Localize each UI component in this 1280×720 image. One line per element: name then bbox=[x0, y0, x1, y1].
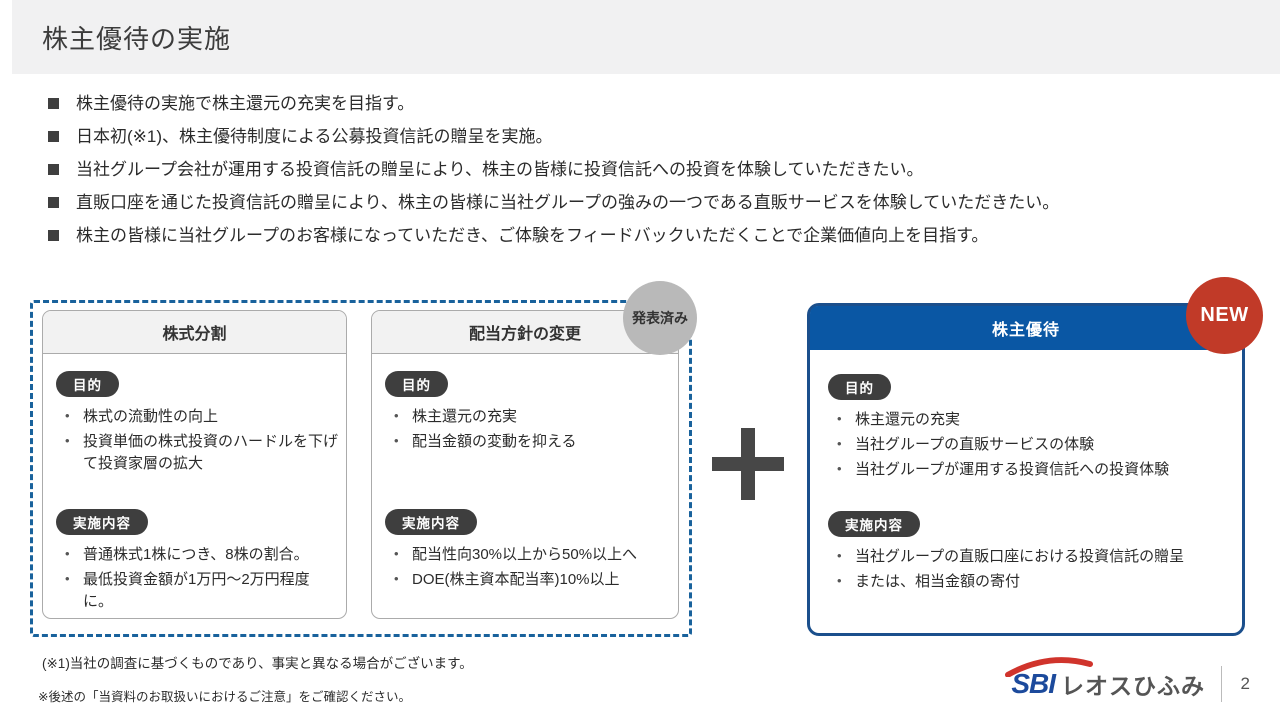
plus-icon bbox=[712, 428, 784, 500]
purpose-pill: 目的 bbox=[828, 374, 891, 400]
logo-swoosh-icon bbox=[1005, 657, 1094, 677]
footer: SBI レオスひふみ 2 bbox=[1005, 657, 1250, 702]
list-item: 当社グループが運用する投資信託への投資体験 bbox=[828, 459, 1230, 481]
list-item: 配当性向30%以上から50%以上へ bbox=[385, 544, 670, 566]
implementation-section: 実施内容 普通株式1株につき、8株の割合。 最低投資金額が1万円～2万円程度に。 bbox=[56, 509, 338, 615]
implementation-list: 配当性向30%以上から50%以上へ DOE(株主資本配当率)10%以上 bbox=[385, 544, 670, 591]
bullet-text: 当社グループ会社が運用する投資信託の贈呈により、株主の皆様に投資信託への投資を体… bbox=[76, 160, 924, 179]
purpose-list: 株式の流動性の向上 投資単価の株式投資のハードルを下げて投資家層の拡大 bbox=[56, 406, 338, 474]
purpose-section: 目的 株式の流動性の向上 投資単価の株式投資のハードルを下げて投資家層の拡大 bbox=[56, 371, 338, 477]
summary-bullet-list: 株主優待の実施で株主還元の充実を目指す。 日本初(※1)、株主優待制度による公募… bbox=[48, 92, 1250, 257]
page-title: 株主優待の実施 bbox=[42, 23, 232, 54]
bullet-text: 株主の皆様に当社グループのお客様になっていただき、ご体験をフィードバックいただく… bbox=[76, 226, 989, 245]
list-item: DOE(株主資本配当率)10%以上 bbox=[385, 569, 670, 591]
footnote-1: (※1)当社の調査に基づくものであり、事実と異なる場合がございます。 bbox=[42, 656, 473, 671]
bullet-text: 直販口座を通じた投資信託の贈呈により、株主の皆様に当社グループの強みの一つである… bbox=[76, 193, 1060, 212]
list-item: 日本初(※1)、株主優待制度による公募投資信託の贈呈を実施。 bbox=[48, 125, 1250, 149]
list-item: 株主還元の充実 bbox=[385, 406, 670, 428]
list-item: 株主還元の充実 bbox=[828, 409, 1230, 431]
list-item: 投資単価の株式投資のハードルを下げて投資家層の拡大 bbox=[56, 431, 338, 475]
card-stock-split: 株式分割 目的 株式の流動性の向上 投資単価の株式投資のハードルを下げて投資家層… bbox=[42, 310, 347, 619]
bullet-text: 株主優待の実施で株主還元の充実を目指す。 bbox=[76, 94, 415, 113]
footnote-2: ※後述の「当資料のお取扱いにおけるご注意」をご確認ください。 bbox=[38, 690, 411, 704]
announced-badge: 発表済み bbox=[623, 281, 697, 355]
announced-measures-box bbox=[30, 300, 692, 637]
footer-divider bbox=[1221, 666, 1222, 702]
purpose-section: 目的 株主還元の充実 当社グループの直販サービスの体験 当社グループが運用する投… bbox=[828, 374, 1230, 483]
square-bullet-icon bbox=[48, 131, 59, 142]
square-bullet-icon bbox=[48, 98, 59, 109]
list-item: 株主優待の実施で株主還元の充実を目指す。 bbox=[48, 92, 1250, 116]
purpose-pill: 目的 bbox=[385, 371, 448, 397]
purpose-section: 目的 株主還元の充実 配当金額の変動を抑える bbox=[385, 371, 670, 456]
purpose-list: 株主還元の充実 配当金額の変動を抑える bbox=[385, 406, 670, 453]
implementation-list: 当社グループの直販口座における投資信託の贈呈 または、相当金額の寄付 bbox=[828, 546, 1230, 593]
list-item: 普通株式1株につき、8株の割合。 bbox=[56, 544, 338, 566]
purpose-list: 株主還元の充実 当社グループの直販サービスの体験 当社グループが運用する投資信託… bbox=[828, 409, 1230, 480]
implementation-section: 実施内容 配当性向30%以上から50%以上へ DOE(株主資本配当率)10%以上 bbox=[385, 509, 670, 594]
implementation-pill: 実施内容 bbox=[828, 511, 920, 537]
list-item: 当社グループの直販口座における投資信託の贈呈 bbox=[828, 546, 1230, 568]
implementation-pill: 実施内容 bbox=[56, 509, 148, 535]
new-badge: NEW bbox=[1186, 277, 1263, 354]
list-item: または、相当金額の寄付 bbox=[828, 571, 1230, 593]
card-title: 株式分割 bbox=[43, 311, 346, 354]
list-item: 株式の流動性の向上 bbox=[56, 406, 338, 428]
sbi-logo: SBI bbox=[1005, 657, 1094, 700]
card-dividend-policy: 配当方針の変更 目的 株主還元の充実 配当金額の変動を抑える 実施内容 配当性向… bbox=[371, 310, 679, 619]
implementation-section: 実施内容 当社グループの直販口座における投資信託の贈呈 または、相当金額の寄付 bbox=[828, 511, 1230, 596]
card-title: 株主優待 bbox=[810, 306, 1242, 350]
brand-logo-text: レオスひふみ bbox=[1061, 673, 1205, 699]
list-item: 最低投資金額が1万円～2万円程度に。 bbox=[56, 569, 338, 613]
list-item: 株主の皆様に当社グループのお客様になっていただき、ご体験をフィードバックいただく… bbox=[48, 224, 1250, 248]
square-bullet-icon bbox=[48, 197, 59, 208]
header-bar: 株主優待の実施 bbox=[12, 0, 1280, 74]
sbi-logo-text: SBI bbox=[1011, 668, 1056, 699]
list-item: 当社グループの直販サービスの体験 bbox=[828, 434, 1230, 456]
list-item: 当社グループ会社が運用する投資信託の贈呈により、株主の皆様に投資信託への投資を体… bbox=[48, 158, 1250, 182]
implementation-pill: 実施内容 bbox=[385, 509, 477, 535]
bullet-text: 日本初(※1)、株主優待制度による公募投資信託の贈呈を実施。 bbox=[76, 127, 553, 146]
page-number: 2 bbox=[1240, 674, 1250, 693]
list-item: 配当金額の変動を抑える bbox=[385, 431, 670, 453]
square-bullet-icon bbox=[48, 164, 59, 175]
square-bullet-icon bbox=[48, 230, 59, 241]
card-shareholder-benefit: 株主優待 目的 株主還元の充実 当社グループの直販サービスの体験 当社グループが… bbox=[807, 303, 1245, 636]
list-item: 直販口座を通じた投資信託の贈呈により、株主の皆様に当社グループの強みの一つである… bbox=[48, 191, 1250, 215]
implementation-list: 普通株式1株につき、8株の割合。 最低投資金額が1万円～2万円程度に。 bbox=[56, 544, 338, 612]
purpose-pill: 目的 bbox=[56, 371, 119, 397]
